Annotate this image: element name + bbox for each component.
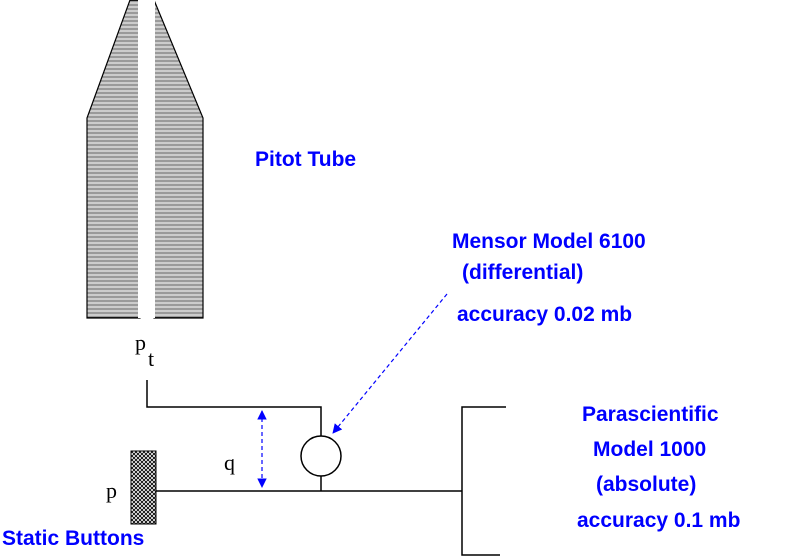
static-pressure-symbol: p [106, 478, 117, 503]
parascientific-model-label: Model 1000 [593, 438, 706, 461]
mensor-gauge-circle [300, 435, 342, 477]
mensor-title-label: Mensor Model 6100 [452, 230, 646, 253]
plumbing-lines [146, 380, 506, 556]
mensor-leader-arrow [332, 293, 448, 434]
pitot-tube-bore [138, 0, 155, 318]
mensor-type-label: (differential) [462, 261, 583, 284]
static-buttons-block [130, 450, 157, 525]
pitot-tube-left-half [86, 0, 141, 319]
parascientific-bracket [461, 406, 506, 556]
parascientific-type-label: (absolute) [596, 473, 696, 496]
static-buttons-label: Static Buttons [2, 527, 144, 550]
pitot-tube-right-half [153, 0, 204, 319]
mensor-accuracy-label: accuracy 0.02 mb [457, 303, 632, 326]
parascientific-accuracy-label: accuracy 0.1 mb [577, 509, 740, 532]
total-pressure-subscript: t [148, 346, 154, 371]
total-pressure-symbol: p [135, 330, 146, 355]
pitot-tube-body [86, 0, 204, 319]
pitot-tube-label: Pitot Tube [255, 148, 356, 171]
dynamic-pressure-symbol: q [224, 450, 235, 475]
parascientific-title-label: Parascientific [582, 403, 719, 426]
total-pressure-line [146, 380, 322, 437]
